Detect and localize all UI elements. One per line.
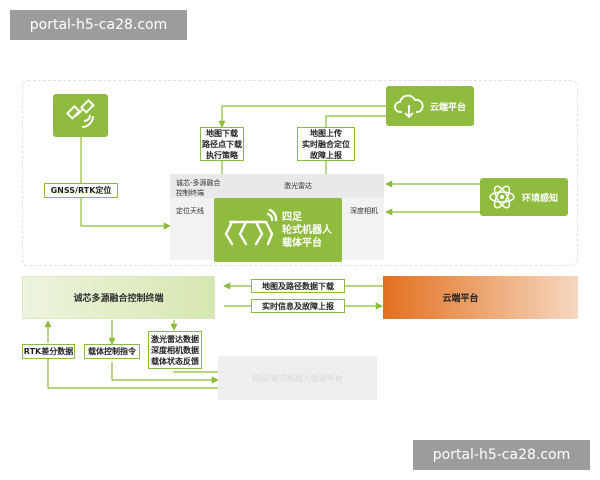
robot-line-1: 四足 [282,211,302,223]
map-download-line-3: 执行策略 [206,150,238,160]
realtime-upload-label: 实时信息及故障上报 [251,299,345,313]
robot-platform-box: 四足 轮式机器人 载体平台 [214,198,342,262]
robot-platform-bottom-box: 四足/轮式机器人载体平台 [218,356,377,400]
terminal-small-line-1: 诚芯-多源融合 [176,179,221,187]
lidar-label: 激光雷达 [284,182,312,190]
robot-label: 四足 轮式机器人 载体平台 [282,211,332,250]
map-route-download-label: 地图及路径数据下载 [251,279,345,293]
cloud-bottom-label: 云端平台 [442,294,479,304]
env-sense-label: 环境感知 [522,193,559,204]
control-terminal-label: 诚芯多源融合控制终端 [73,294,164,304]
sensor-data-label: 激光雷达数据 深度相机数据 载体状态反馈 [148,331,202,369]
sensor-line-2: 深度相机数据 [151,345,199,355]
map-upload-label: 地图上传 实时融合定位 故障上报 [297,127,355,161]
cloud-top-label: 云端平台 [430,102,467,113]
map-upload-line-2: 实时融合定位 [302,139,350,149]
cloud-platform-top: 云端平台 [386,86,474,126]
watermark-top: portal-h5-ca28.com [10,10,187,40]
robot-line-2: 轮式机器人 [282,224,332,236]
terminal-small-line-2: 控制终端 [176,189,204,197]
map-download-line-1: 地图下载 [206,128,238,138]
atom-icon [489,185,515,209]
map-download-label: 地图下载 路径点下载 执行策略 [200,127,244,161]
gnss-rtk-label: GNSS/RTK定位 [44,183,118,198]
satellite-icon-box [53,94,108,137]
rtk-diff-label: RTK差分数据 [22,344,75,359]
sensor-line-1: 激光雷达数据 [151,334,199,344]
control-terminal-box: 诚芯多源融合控制终端 [22,276,215,319]
sensor-line-3: 载体状态反馈 [151,356,199,366]
robot-panel-bg-header [170,174,384,198]
upper-diagram-frame [22,80,578,266]
depth-cam-label: 深度相机 [350,207,378,215]
robot-icon [224,208,278,246]
robot-line-3: 载体平台 [282,237,322,249]
map-upload-line-1: 地图上传 [310,128,342,138]
cloud-platform-bottom: 云端平台 [383,276,578,319]
map-upload-line-3: 故障上报 [310,150,342,160]
antenna-label: 定位天线 [176,207,204,215]
cloud-upload-icon [394,94,424,119]
map-download-line-2: 路径点下载 [202,139,242,149]
carrier-cmd-label: 载体控制指令 [84,344,140,359]
watermark-bottom: portal-h5-ca28.com [413,440,590,470]
env-sense-box: 环境感知 [480,178,568,216]
terminal-small-label: 诚芯-多源融合 控制终端 [176,178,221,198]
robot-bottom-label: 四足/轮式机器人载体平台 [252,373,343,383]
satellite-icon [65,98,95,128]
